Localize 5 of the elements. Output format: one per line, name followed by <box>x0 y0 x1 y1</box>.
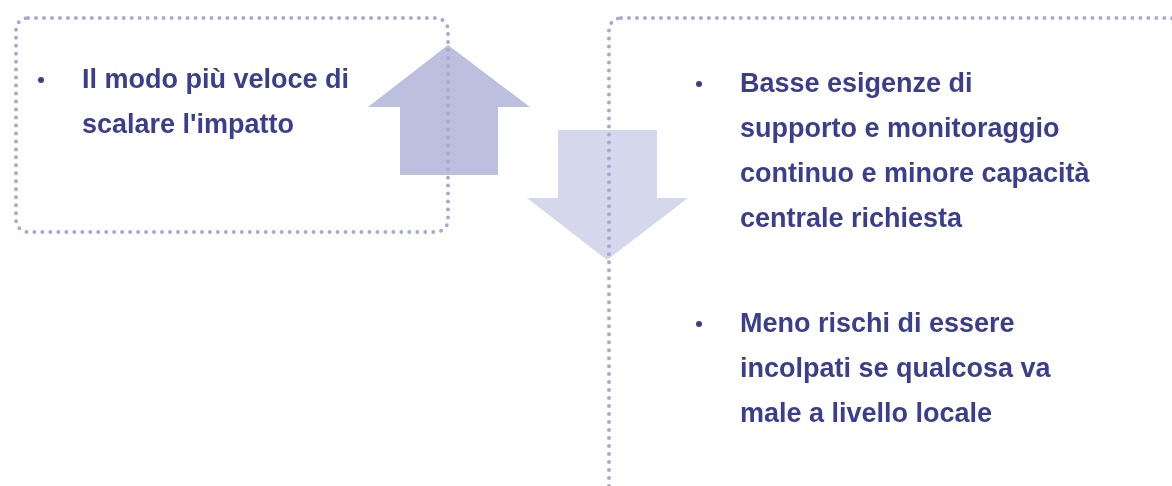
bullet-item: Il modo più veloce di scalare l'impatto <box>82 63 351 141</box>
bullet-item: Basse esigenze di supporto e monitoraggio continuo e minore capacità centrale richiesta <box>740 67 1090 235</box>
dotted-panel <box>14 16 450 234</box>
bullet-item: Meno rischi di essere incolpati se qualcosa va male a livello locale <box>740 307 1052 430</box>
dotted-panel <box>607 16 1172 486</box>
